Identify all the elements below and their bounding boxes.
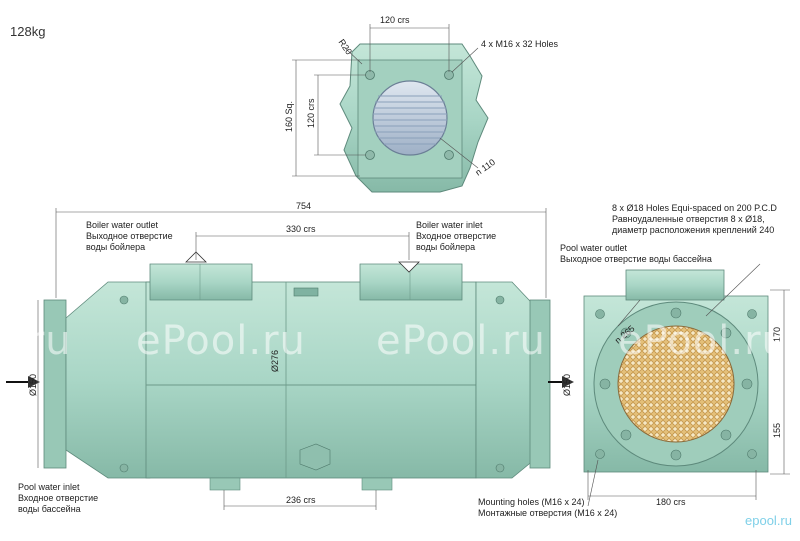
dim-top-holes: 4 x M16 x 32 Holes xyxy=(481,39,559,49)
pool-inlet-label: Pool water inlet Входное отверстие воды … xyxy=(18,482,98,515)
boiler-inlet-ru1: Входное отверстие xyxy=(416,231,497,241)
watermark-2: ePool.ru xyxy=(136,318,306,364)
dim-end-upper: 170 xyxy=(772,327,782,342)
pool-inlet-ru1: Входное отверстие xyxy=(18,493,99,503)
dim-side-inlet-spacing: 330 crs xyxy=(286,224,316,234)
mount-ru: Монтажные отверстия (M16 x 24) xyxy=(478,508,618,518)
boiler-outlet-label: Boiler water outlet Выходное отверстие в… xyxy=(86,220,173,253)
holes-callout: 8 x Ø18 Holes Equi-spaced on 200 P.C.D Р… xyxy=(612,203,777,236)
dim-side-length: 754 xyxy=(296,201,311,211)
dim-top-height: 120 crs xyxy=(306,98,316,128)
pool-outlet-label: Pool water outlet Выходное отверстие вод… xyxy=(560,243,712,265)
left-cone xyxy=(65,281,151,479)
brand-logo[interactable]: epool.ru xyxy=(745,513,792,528)
pool-outlet-ru: Выходное отверстие воды бассейна xyxy=(560,254,712,264)
dim-top-inner: n 110 xyxy=(473,157,497,178)
dim-side-feet: 236 crs xyxy=(286,495,316,505)
dim-side-body-diameter: Ø276 xyxy=(270,350,280,372)
left-foot xyxy=(209,477,241,491)
boiler-inlet-label: Boiler water inlet Входное отверстие вод… xyxy=(416,220,496,253)
drain-plug xyxy=(299,443,331,471)
watermark-3: ePool.ru xyxy=(376,318,546,364)
boiler-outlet-en: Boiler water outlet xyxy=(86,220,159,230)
tube-bundle-top xyxy=(372,80,448,156)
vent-plug xyxy=(293,287,319,297)
holes-ru2: диаметр расположения креплений 240 xyxy=(612,225,775,235)
holes-ru1: Равноудаленные отверстия 8 x Ø18, xyxy=(612,214,765,224)
mount-holes-label: Mounting holes (M16 x 24) Монтажные отве… xyxy=(478,497,617,519)
pool-inlet-ru2: воды бассейна xyxy=(18,504,81,514)
boiler-inlet-en: Boiler water inlet xyxy=(416,220,483,230)
dim-top-width: 120 crs xyxy=(380,15,410,25)
weight-label: 128kg xyxy=(10,24,46,39)
pool-inlet-en: Pool water inlet xyxy=(18,482,80,492)
dim-end-lower: 155 xyxy=(772,423,782,438)
dim-side-left-flange: Ø150 xyxy=(28,374,38,396)
boiler-outlet-ru2: воды бойлера xyxy=(86,242,146,252)
main-shell xyxy=(145,281,477,479)
boiler-outlet-port xyxy=(149,263,253,301)
watermark-4: ePool.ru xyxy=(618,318,788,364)
watermark-1: l.ru xyxy=(2,318,72,364)
boiler-inlet-port xyxy=(359,263,463,301)
dim-side-right-flange: Ø150 xyxy=(562,374,572,396)
top-view: 120 crs R20 4 x M16 x 32 Holes 160 Sq. 1… xyxy=(284,15,559,193)
mount-en: Mounting holes (M16 x 24) xyxy=(478,497,585,507)
boiler-outlet-ru1: Выходное отверстие xyxy=(86,231,173,241)
tube-bundle-end xyxy=(617,325,735,443)
boiler-inlet-ru2: воды бойлера xyxy=(416,242,476,252)
right-flange xyxy=(529,299,551,469)
dim-top-square: 160 Sq. xyxy=(284,101,294,132)
holes-en: 8 x Ø18 Holes Equi-spaced on 200 P.C.D xyxy=(612,203,777,213)
end-bolt-holes xyxy=(599,307,753,461)
dim-end-feet: 180 crs xyxy=(656,497,686,507)
inlet-down-arrow xyxy=(398,261,420,273)
right-foot xyxy=(361,477,393,491)
end-mount-holes xyxy=(595,309,757,459)
side-view: 754 330 crs Ø276 Ø150 Ø150 236 crs xyxy=(6,201,574,510)
tube-lines-top xyxy=(373,95,447,145)
end-view: n 265 170 155 180 crs xyxy=(583,263,790,507)
pool-outlet-en: Pool water outlet xyxy=(560,243,628,253)
pool-outlet-spigot xyxy=(625,269,725,301)
